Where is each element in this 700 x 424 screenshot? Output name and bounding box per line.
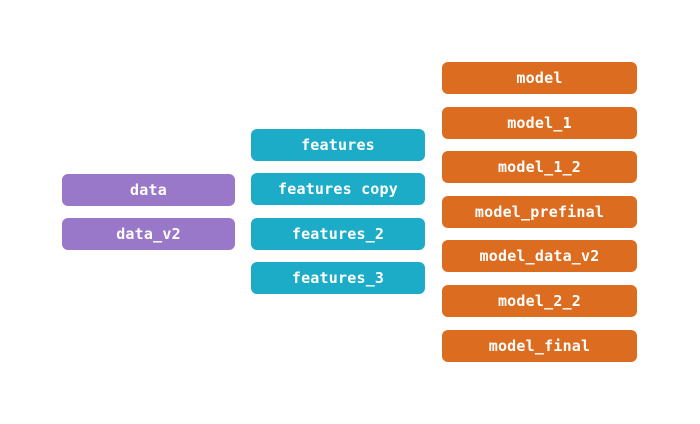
node-model-prefinal[interactable]: model_prefinal (442, 196, 637, 228)
node-label: data_v2 (116, 224, 181, 243)
node-model-1-2[interactable]: model_1_2 (442, 151, 637, 183)
node-label: features_2 (291, 224, 385, 243)
node-model-data-v2[interactable]: model_data_v2 (442, 240, 637, 272)
node-model-2-2[interactable]: model_2_2 (442, 285, 637, 317)
node-model-final[interactable]: model_final (442, 330, 637, 362)
node-data-v2[interactable]: data_v2 (62, 218, 235, 250)
node-label: model (516, 68, 563, 87)
node-label: features_3 (291, 268, 385, 287)
node-label: features copy (278, 179, 398, 198)
node-label: model_1 (507, 113, 572, 132)
node-data[interactable]: data (62, 174, 235, 206)
node-label: features (301, 135, 375, 154)
node-model[interactable]: model (442, 62, 637, 94)
node-label: model_data_v2 (479, 246, 600, 265)
node-label: model_1_2 (497, 157, 582, 176)
node-label: model_final (488, 336, 591, 355)
node-features-3[interactable]: features_3 (251, 262, 425, 294)
node-model-1[interactable]: model_1 (442, 107, 637, 139)
node-features[interactable]: features (251, 129, 425, 161)
node-label: data (130, 180, 167, 199)
node-label: model_2_2 (497, 291, 582, 310)
node-features-2[interactable]: features_2 (251, 218, 425, 250)
node-features-copy[interactable]: features copy (251, 173, 425, 205)
node-label: model_prefinal (474, 202, 605, 221)
